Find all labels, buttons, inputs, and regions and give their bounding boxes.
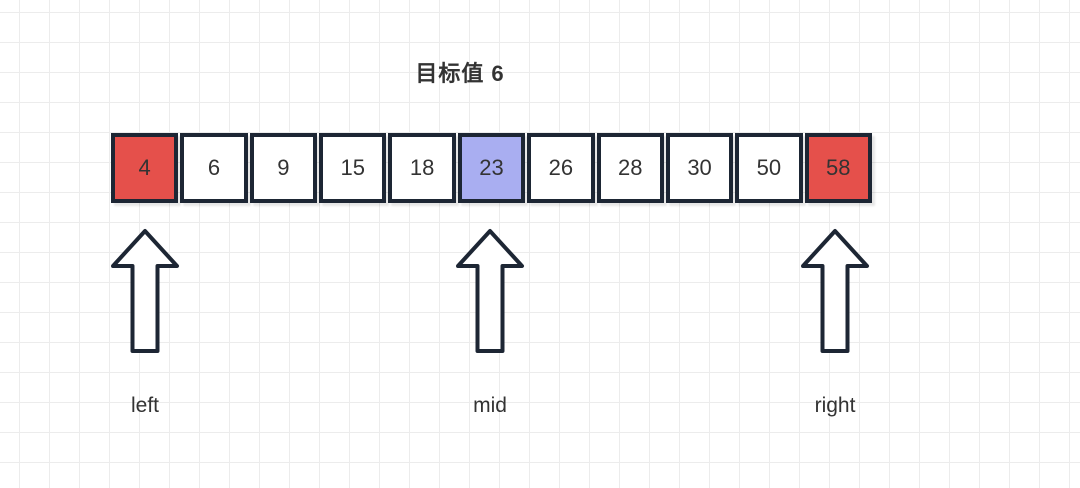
target-value-title: 目标值 6 <box>415 61 505 86</box>
array-cell: 6 <box>180 133 248 203</box>
pointer-left: left <box>110 228 180 428</box>
array-cell: 18 <box>388 133 456 203</box>
pointer-label-left: left <box>130 394 160 417</box>
array-cell: 58 <box>804 133 872 203</box>
up-arrow-icon <box>111 229 179 353</box>
array-cell: 26 <box>527 133 595 203</box>
pointer-right: right <box>800 228 870 428</box>
pointer-mid: mid <box>455 228 525 428</box>
array-cell: 4 <box>111 133 179 203</box>
array-cell: 15 <box>319 133 387 203</box>
array-cell: 9 <box>249 133 318 203</box>
array-cell: 30 <box>665 133 734 203</box>
pointer-label-mid: mid <box>473 394 507 417</box>
up-arrow-icon <box>456 229 524 353</box>
pointer-label-right: right <box>814 394 856 417</box>
array-cell: 50 <box>735 133 803 203</box>
array-cell: 23 <box>457 133 526 203</box>
up-arrow-icon <box>801 229 869 353</box>
array-cell: 28 <box>596 133 664 203</box>
